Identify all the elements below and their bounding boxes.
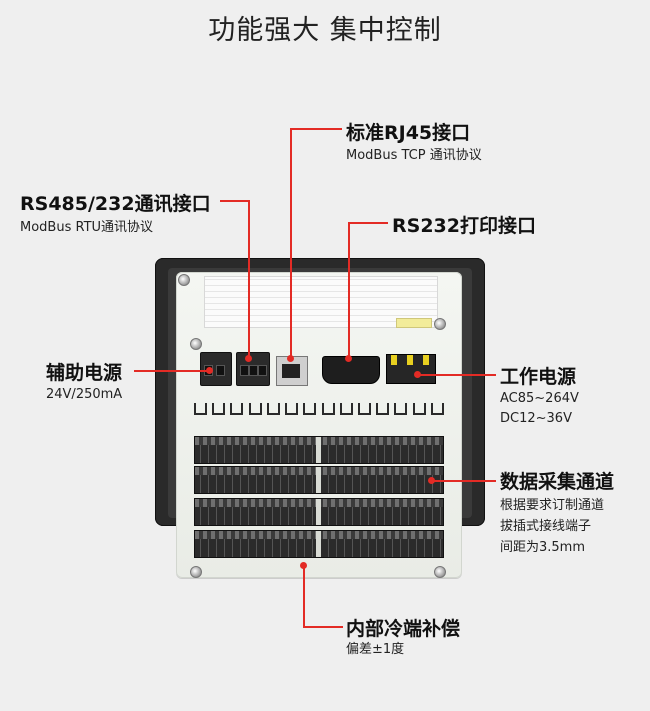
callout-line [303,566,305,628]
callout-dot [287,355,294,362]
aux-power-terminal [200,352,232,386]
rj45-label: 标准RJ45接口 [346,122,471,144]
callout-dot [414,371,421,378]
callout-line [303,626,343,628]
callout-dot [428,477,435,484]
rs232-label: RS232打印接口 [392,215,536,237]
callout-line [348,222,388,224]
terminal-strip [194,530,444,558]
channel-slot-row [194,403,444,417]
rs485-terminal [236,352,270,386]
cold-junction-sub: 偏差±1度 [346,642,405,657]
callout-dot [206,367,213,374]
rs485-label: RS485/232通讯接口 [20,193,211,215]
screw-icon [434,566,446,578]
cold-junction-label: 内部冷端补偿 [346,618,461,640]
work-power-label: 工作电源 [500,366,577,388]
callout-line [290,128,342,130]
callout-line [348,222,350,360]
work-power-sub-ac: AC85~264V [500,391,579,406]
aux-power-label: 辅助电源 [46,362,123,384]
rj45-sub: ModBus TCP 通讯协议 [346,148,482,163]
terminal-strip [194,498,444,526]
screw-icon [434,318,446,330]
callout-line [418,374,496,376]
callout-line [134,370,210,372]
callout-line [220,200,250,202]
screw-icon [190,338,202,350]
data-channel-sub-3: 间距为3.5mm [500,540,586,555]
screw-icon [190,566,202,578]
callout-line [248,200,250,360]
callout-dot [345,355,352,362]
data-channel-sub-1: 根据要求订制通道 [500,498,605,513]
rs485-sub: ModBus RTU通讯协议 [20,220,154,235]
sticker-badge [396,318,432,328]
rj45-port [276,356,308,386]
terminal-strip [194,466,444,494]
work-power-sub-dc: DC12~36V [500,411,572,426]
work-power-terminal [386,354,436,384]
screw-icon [178,274,190,286]
data-channel-sub-2: 拔插式接线端子 [500,519,592,534]
callout-dot [245,355,252,362]
callout-line [432,480,496,482]
page-title: 功能强大 集中控制 [208,15,442,46]
callout-dot [300,562,307,569]
terminal-strip [194,436,444,464]
data-channel-label: 数据采集通道 [500,471,615,493]
aux-power-sub: 24V/250mA [46,387,123,402]
callout-line [290,128,292,360]
